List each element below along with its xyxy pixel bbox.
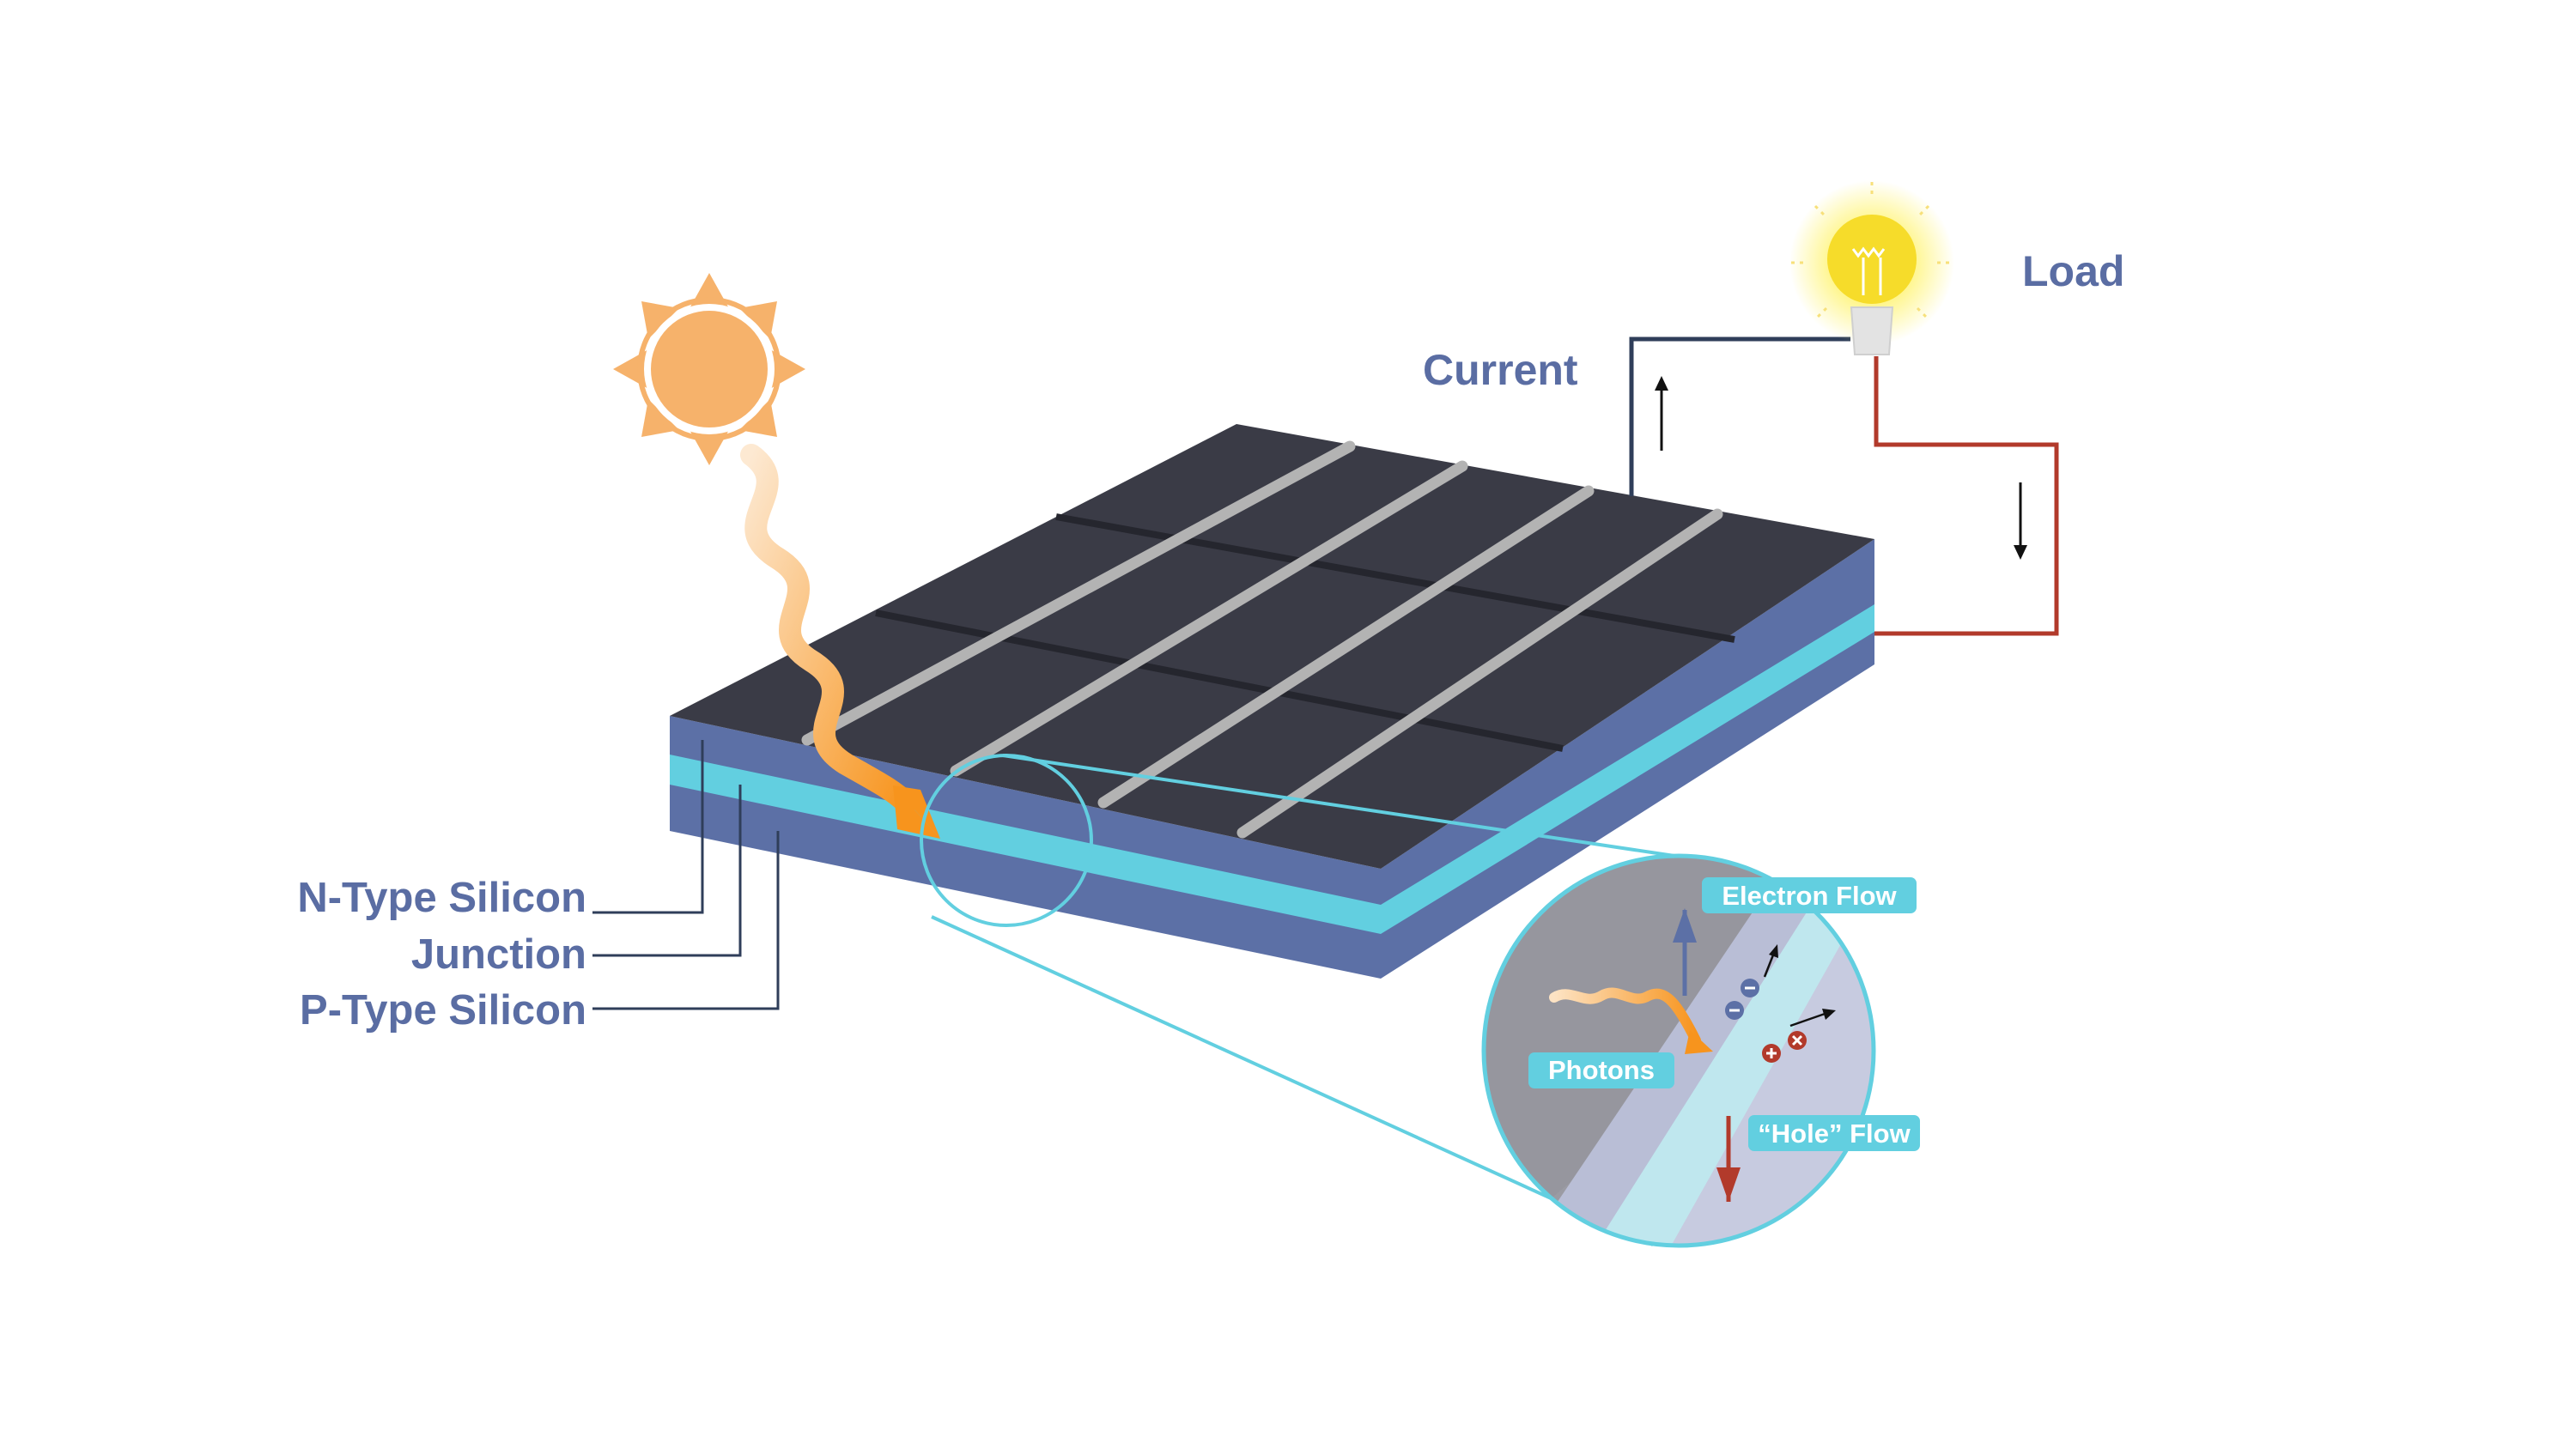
hole-flow-label: “Hole” Flow [1748, 1115, 1920, 1151]
wire-negative [1629, 336, 1850, 496]
current-up-arrow-icon [1655, 376, 1668, 451]
hole-icon [1762, 1044, 1781, 1063]
solar-panel [670, 424, 1874, 979]
wire-positive [1874, 356, 2059, 636]
photons-label: Photons [1528, 1052, 1674, 1088]
hole-flow-arrow-icon [1716, 1116, 1741, 1202]
svg-text:Photons: Photons [1548, 1055, 1655, 1085]
cell-divider [1055, 513, 1735, 643]
junction-label: Junction [411, 931, 586, 978]
p-type-silicon-label: P-Type Silicon [300, 987, 586, 1034]
busbar [950, 460, 1468, 777]
photon-ray [740, 444, 940, 839]
layer-leaders [592, 740, 780, 1010]
sun-icon [613, 273, 805, 465]
junction-leader [592, 785, 742, 957]
svg-text:Electron Flow: Electron Flow [1722, 881, 1897, 911]
current-down-arrow-icon [2014, 482, 2027, 560]
small-photon-arrowhead-icon [1685, 1030, 1713, 1054]
busbar [1236, 508, 1723, 839]
svg-text:“Hole” Flow: “Hole” Flow [1758, 1119, 1911, 1149]
hole-icon [1788, 1031, 1807, 1050]
magnified-junction: Electron Flow Photons “Hole” Flow [1481, 853, 1920, 1248]
circuit [1629, 336, 2059, 636]
busbar [801, 440, 1356, 746]
small-photon-ray [1549, 987, 1701, 1046]
n-type-leader [592, 740, 704, 914]
electron-motion-arrow-icon [1763, 944, 1778, 978]
light-bulb-icon [1789, 180, 1954, 355]
electron-flow-label: Electron Flow [1702, 877, 1917, 913]
load-label: Load [2022, 247, 2124, 295]
electron-icon [1725, 1001, 1744, 1020]
junction-layer [670, 603, 1874, 934]
magnify-callout [920, 754, 1675, 1246]
current-label: Current [1423, 346, 1578, 394]
hole-motion-arrow-icon [1789, 1009, 1836, 1028]
n-type-silicon-label: N-Type Silicon [297, 875, 586, 921]
p-type-layer [670, 630, 1874, 979]
p-type-leader [592, 831, 780, 1010]
electron-icon [1741, 979, 1759, 997]
n-type-layer [670, 539, 1874, 905]
electron-flow-arrow-icon [1673, 908, 1697, 996]
busbar [1097, 485, 1595, 809]
